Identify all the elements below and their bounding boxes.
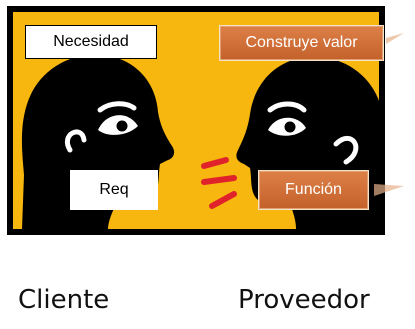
cliente-ear [65,129,87,153]
req-label: Req [70,170,158,210]
proveedor-caption: Proveedor [238,285,370,315]
funcion-label: Función [258,170,369,210]
proveedor-ear [333,135,359,165]
necesidad-label: Necesidad [25,25,157,59]
funcion-arrow [374,184,404,196]
cliente-caption: Cliente [18,285,110,315]
construye-valor-label: Construye valor [219,25,384,61]
cliente-eye [97,101,138,135]
speech-marks [201,157,237,209]
proveedor-eye [267,101,307,136]
construye-valor-arrow [386,33,404,44]
